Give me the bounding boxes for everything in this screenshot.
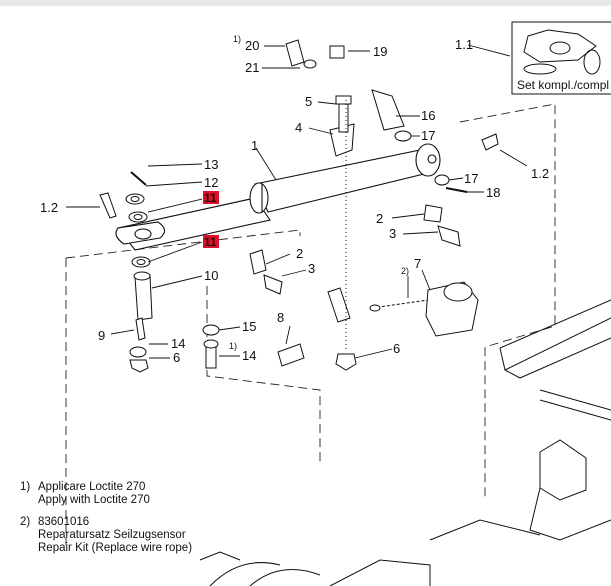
callout-15: 15 <box>242 319 256 334</box>
hydraulic-cylinder <box>115 143 441 251</box>
top-bar <box>0 0 611 6</box>
callout-1-1: 1.1 <box>455 37 473 52</box>
leader-lines <box>66 44 528 359</box>
callout-7: 7 <box>414 256 421 271</box>
callout-3-right: 3 <box>389 226 396 241</box>
callout-10: 10 <box>204 268 218 283</box>
callout-8: 8 <box>277 310 284 325</box>
highlight-11-upper <box>203 191 219 204</box>
callout-2-lower: 2 <box>296 246 303 261</box>
note-1-line-2: Apply with Loctite 270 <box>38 494 150 506</box>
highlight-11-lower <box>203 235 219 248</box>
small-parts <box>99 39 499 373</box>
callout-labels: 1) 20 21 19 1.1 5 4 16 17 1 1.2 17 18 2 … <box>40 34 549 365</box>
superscript-14: 1) <box>229 341 237 351</box>
superscript-7: 2) <box>401 266 409 276</box>
callout-21: 21 <box>245 60 259 75</box>
callout-2-right: 2 <box>376 211 383 226</box>
set-box-label: Set kompl./compl <box>517 78 609 92</box>
callout-14-right: 14 <box>242 348 256 363</box>
callout-6-left: 6 <box>173 350 180 365</box>
callout-1: 1 <box>251 138 258 153</box>
callout-19: 19 <box>373 44 387 59</box>
callout-13: 13 <box>204 157 218 172</box>
callout-5: 5 <box>305 94 312 109</box>
callout-3-lower: 3 <box>308 261 315 276</box>
footnotes: 1) Applicare Loctite 270 Apply with Loct… <box>20 481 192 554</box>
callout-4: 4 <box>295 120 302 135</box>
set-box: Set kompl./compl <box>511 21 611 95</box>
note-2-line-2: Reparatursatz Seilzugsensor <box>38 529 186 541</box>
callout-1-2-left: 1.2 <box>40 200 58 215</box>
superscript-20: 1) <box>233 34 241 44</box>
note-2-marker: 2) <box>20 516 30 528</box>
note-2-line-3: Repair Kit (Replace wire rope) <box>38 542 192 554</box>
callout-12: 12 <box>204 175 218 190</box>
callout-14-left: 14 <box>171 336 185 351</box>
callout-11-upper: 11 <box>204 191 217 205</box>
callout-6-right: 6 <box>393 341 400 356</box>
callout-16: 16 <box>421 108 435 123</box>
note-2-line-1: 83601016 <box>38 516 89 528</box>
callout-20: 20 <box>245 38 259 53</box>
note-1-marker: 1) <box>20 481 30 493</box>
callout-17-lower: 17 <box>464 171 478 186</box>
callout-11-lower: 11 <box>204 235 217 249</box>
note-1-line-1: Applicare Loctite 270 <box>38 481 145 493</box>
vehicle-frame <box>199 299 611 586</box>
callout-18: 18 <box>486 185 500 200</box>
callout-17-upper: 17 <box>421 128 435 143</box>
callout-9: 9 <box>98 328 105 343</box>
callout-1-2-right: 1.2 <box>531 166 549 181</box>
